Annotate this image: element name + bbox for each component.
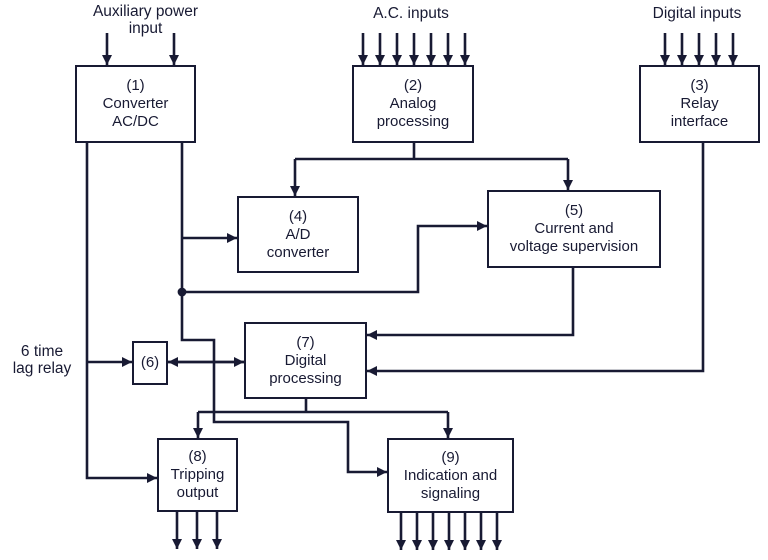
block-2-analog-processing: (2) Analog processing <box>352 65 474 143</box>
block-6-time-lag-relay: (6) <box>132 341 168 385</box>
label-auxiliary-power-input: Auxiliary power input <box>92 3 199 37</box>
block-9-indication-signaling: (9) Indication and signaling <box>387 438 514 513</box>
block-3-relay-interface: (3) Relay interface <box>639 65 760 143</box>
arrow-supervision-to-digital <box>367 268 575 340</box>
power-rail-left <box>85 142 157 483</box>
block-7-digital-processing: (7) Digital processing <box>244 322 367 399</box>
block-1-converter-acdc: (1) Converter AC/DC <box>75 65 196 143</box>
block-label: Current and voltage supervision <box>509 220 639 255</box>
block-number: (1) <box>126 77 145 94</box>
block-label: Analog processing <box>376 95 450 130</box>
block-label: Tripping output <box>170 466 225 501</box>
block-number: (6) <box>140 354 160 371</box>
block-label: Converter AC/DC <box>102 95 169 130</box>
block-label: Digital processing <box>269 351 342 387</box>
junction-dot <box>177 287 187 297</box>
power-rail-right <box>177 142 487 477</box>
digital-input-arrows <box>660 33 738 65</box>
block-number: (8) <box>188 448 207 465</box>
arrow-digital-to-outputs <box>193 399 453 438</box>
block-4-ad-converter: (4) A/D converter <box>237 196 359 273</box>
block-5-current-voltage-supervision: (5) Current and voltage supervision <box>487 190 661 268</box>
block-number: (7) <box>296 333 315 351</box>
block-number: (5) <box>564 202 584 219</box>
label-time-lag-relay: 6 time lag relay <box>12 343 72 377</box>
ac-input-arrows <box>358 33 470 65</box>
block-number: (4) <box>288 207 308 225</box>
block-number: (3) <box>690 77 709 94</box>
block-number: (9) <box>441 448 460 466</box>
arrow-analog-to-ad-and-supervision <box>290 142 573 196</box>
arrow-relay-interface-to-digital <box>367 142 705 376</box>
block-label: Relay interface <box>670 95 729 130</box>
block-label: A/D converter <box>266 225 330 261</box>
label-ac-inputs: A.C. inputs <box>373 5 449 22</box>
block-8-tripping-output: (8) Tripping output <box>157 438 238 512</box>
indication-output-arrows <box>396 513 502 550</box>
block-number: (2) <box>403 77 423 94</box>
auxiliary-power-input-arrows <box>102 33 179 65</box>
tripping-output-arrows <box>172 512 222 549</box>
block-label: Indication and signaling <box>403 466 498 502</box>
label-digital-inputs: Digital inputs <box>652 5 742 22</box>
